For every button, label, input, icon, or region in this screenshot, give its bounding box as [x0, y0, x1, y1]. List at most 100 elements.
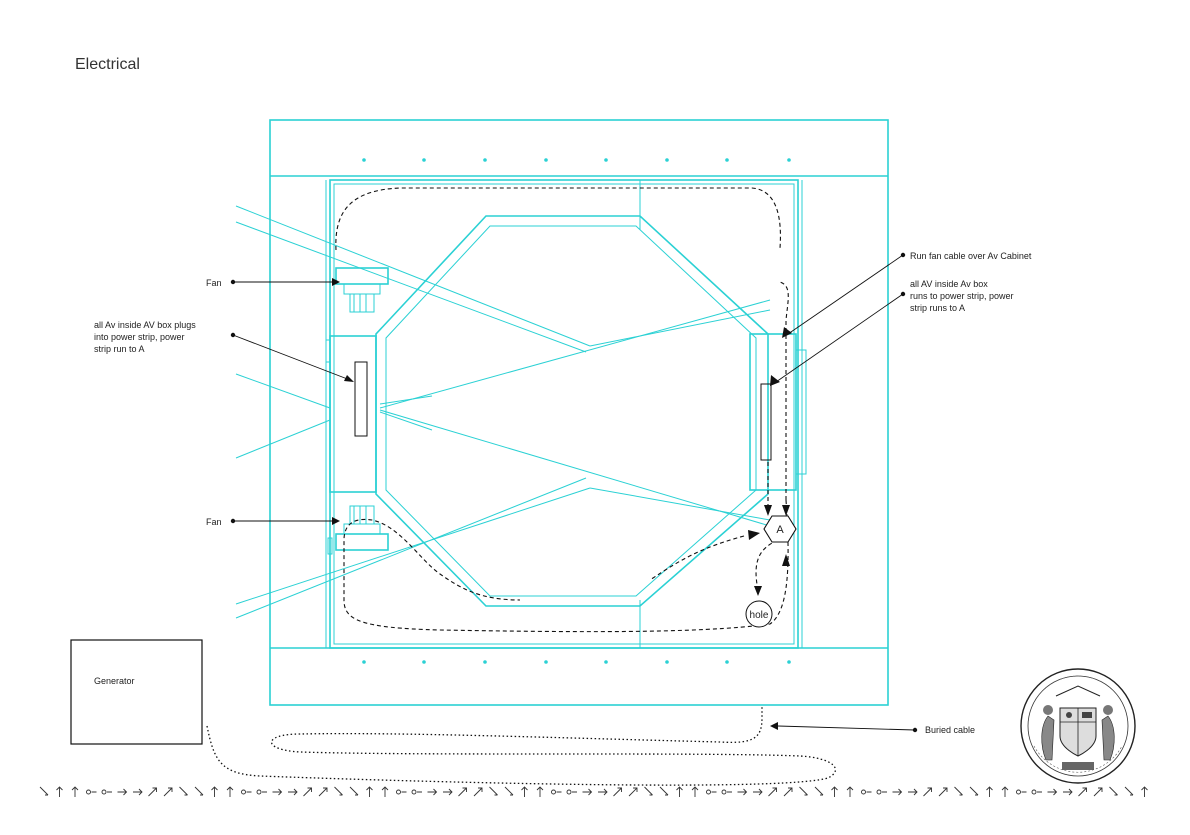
ornament-glyph-icon — [1109, 786, 1118, 796]
ornament-glyph-icon — [644, 786, 653, 796]
arrow-right-icon — [748, 530, 760, 540]
ornament-glyph-icon — [598, 788, 608, 796]
ornament-glyph-icon — [938, 787, 948, 797]
svg-text:strip runs to A: strip runs to A — [910, 303, 965, 313]
ornament-glyph-icon — [56, 786, 63, 797]
ornament-glyph-icon — [458, 787, 467, 797]
junction-a: A — [763, 515, 797, 543]
decorative-glyph-strip — [39, 786, 1148, 797]
ornament-glyph-icon — [489, 786, 498, 796]
arrow-down-icon — [754, 586, 762, 596]
fan-cable-run — [335, 187, 781, 251]
left-av-note: all Av inside AV box plugs into power st… — [94, 320, 196, 354]
hole-label: hole — [750, 610, 769, 621]
ornament-glyph-icon — [303, 787, 312, 797]
ornament-glyph-icon — [334, 786, 343, 796]
seal-emblem-icon — [1020, 668, 1136, 784]
hole-cable — [755, 539, 779, 591]
svg-text:all Av inside AV box plugs: all Av inside AV box plugs — [94, 320, 196, 330]
ornament-glyph-icon — [846, 786, 854, 797]
ornament-glyph-icon — [288, 788, 298, 796]
ornament-glyph-icon — [1016, 789, 1027, 795]
ornament-glyph-icon — [1124, 786, 1134, 796]
ornament-glyph-icon — [366, 786, 373, 797]
ornament-glyph-icon — [427, 788, 438, 796]
ornament-glyph-icon — [783, 787, 793, 797]
ornament-glyph-icon — [71, 786, 79, 797]
ornament-glyph-icon — [706, 789, 717, 795]
ornament-glyph-icon — [969, 786, 979, 796]
svg-text:all AV inside Av box: all AV inside Av box — [910, 279, 988, 289]
ornament-glyph-icon — [521, 786, 528, 797]
ornament-glyph-icon — [721, 789, 732, 795]
av-panel-left — [354, 361, 368, 437]
ornament-glyph-icon — [876, 789, 887, 795]
ornament-glyph-icon — [831, 786, 838, 797]
ornament-glyph-icon — [768, 787, 777, 797]
ornament-glyph-icon — [86, 789, 97, 795]
ornament-glyph-icon — [133, 788, 143, 796]
ornament-glyph-icon — [582, 788, 593, 796]
ornament-glyph-icon — [194, 786, 204, 796]
arrow-down-icon — [764, 505, 772, 516]
generator-box: Generator — [70, 639, 203, 745]
ornament-glyph-icon — [753, 788, 763, 796]
loop-cable-run — [343, 281, 789, 633]
ornament-glyph-icon — [148, 787, 157, 797]
ornament-glyph-icon — [226, 786, 234, 797]
a-return-cable — [649, 535, 745, 581]
ornament-glyph-icon — [381, 786, 389, 797]
ornament-glyph-icon — [908, 788, 918, 796]
anchor-dots-bottom — [362, 660, 791, 664]
ornament-glyph-icon — [443, 788, 453, 796]
ornament-glyph-icon — [814, 786, 824, 796]
svg-text:strip run to A: strip run to A — [94, 344, 145, 354]
buried-cable-run — [206, 706, 837, 786]
ornament-glyph-icon — [211, 786, 218, 797]
svg-text:into power strip, power: into power strip, power — [94, 332, 185, 342]
ornament-glyph-icon — [1063, 788, 1073, 796]
ornament-glyph-icon — [1047, 788, 1058, 796]
ornament-glyph-icon — [349, 786, 359, 796]
ornament-glyph-icon — [1141, 786, 1148, 797]
fan-top-unit — [335, 267, 389, 313]
right-av-note: all AV inside Av box runs to power strip… — [910, 279, 1014, 313]
av-panel-right — [760, 383, 772, 461]
junction-a-label: A — [776, 524, 784, 536]
ornament-glyph-icon — [659, 786, 669, 796]
arrow-up-icon — [782, 554, 790, 566]
buried-cable-label: Buried cable — [925, 725, 975, 735]
ornament-glyph-icon — [241, 789, 252, 795]
ornament-glyph-icon — [551, 789, 562, 795]
anchor-dots-top — [362, 158, 791, 162]
ornament-glyph-icon — [954, 786, 963, 796]
ornament-glyph-icon — [613, 787, 622, 797]
arrow-down-icon — [782, 505, 790, 516]
ornament-glyph-icon — [861, 789, 872, 795]
ornament-glyph-icon — [676, 786, 683, 797]
ornament-glyph-icon — [39, 786, 49, 796]
ornament-glyph-icon — [101, 789, 112, 795]
ornament-glyph-icon — [256, 789, 267, 795]
ornament-glyph-icon — [396, 789, 407, 795]
svg-text:runs to power strip, power: runs to power strip, power — [910, 291, 1014, 301]
ornament-glyph-icon — [473, 787, 483, 797]
floor-plan-structure — [235, 119, 889, 706]
ornament-glyph-icon — [923, 787, 932, 797]
ornament-glyph-icon — [892, 788, 903, 796]
ornament-glyph-icon — [163, 787, 173, 797]
ornament-glyph-icon — [737, 788, 748, 796]
ornament-glyph-icon — [536, 786, 544, 797]
ornament-glyph-icon — [628, 787, 638, 797]
ornament-glyph-icon — [691, 786, 699, 797]
ornament-glyph-icon — [504, 786, 514, 796]
ornament-glyph-icon — [411, 789, 422, 795]
page-title: Electrical — [75, 56, 140, 73]
ornament-glyph-icon — [986, 786, 993, 797]
ornament-glyph-icon — [799, 786, 808, 796]
ornament-glyph-icon — [272, 788, 283, 796]
ornament-glyph-icon — [1001, 786, 1009, 797]
run-fan-cable-label: Run fan cable over Av Cabinet — [910, 251, 1032, 261]
fan-top-label: Fan — [206, 278, 222, 288]
ornament-glyph-icon — [1093, 787, 1103, 797]
